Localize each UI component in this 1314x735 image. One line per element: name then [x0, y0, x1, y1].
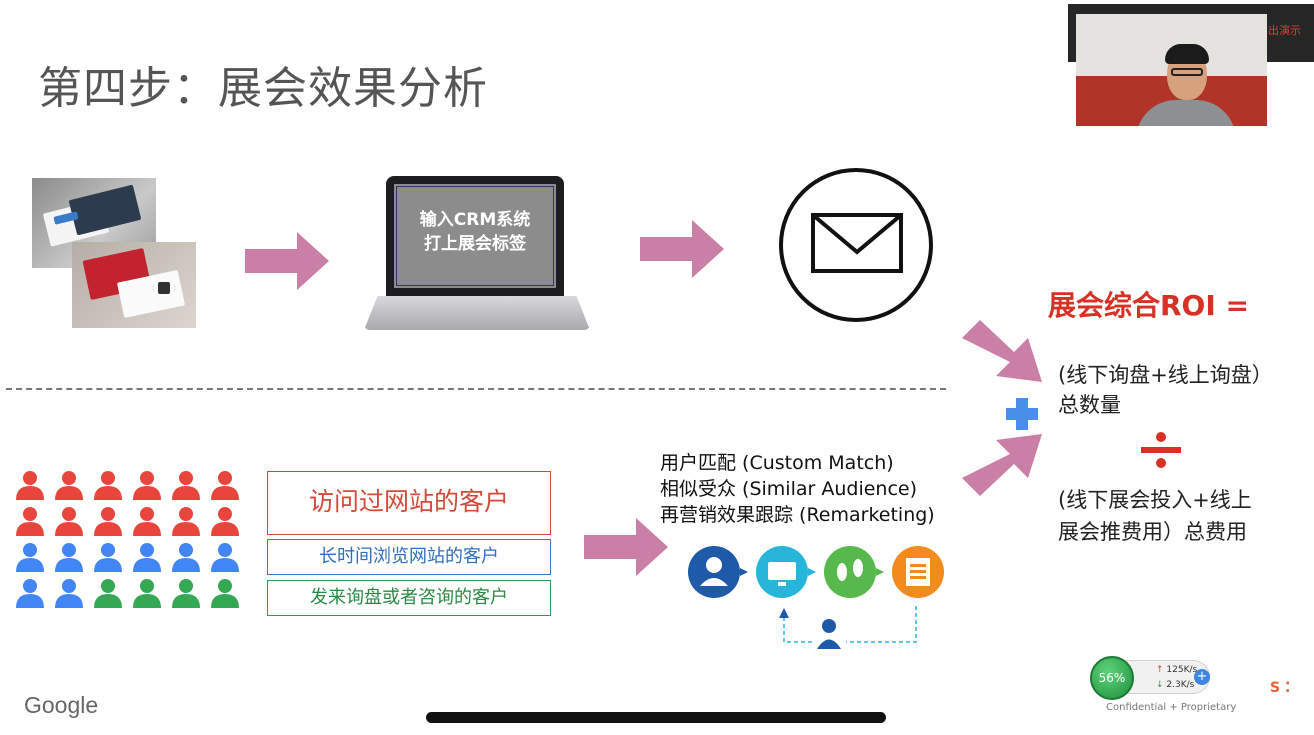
divide-icon — [1141, 432, 1181, 468]
home-indicator-bar[interactable] — [426, 712, 886, 723]
person-blue-icon — [16, 579, 44, 608]
person-red-icon — [211, 507, 239, 536]
person-green-icon — [133, 579, 161, 608]
arrow-down-icon: ↓ — [1156, 680, 1167, 690]
roi-numerator: (线下询盘+线上询盘） 总数量 — [1058, 360, 1273, 420]
arrow-diagonal-up-icon — [962, 434, 1042, 496]
google-logo: Google — [24, 692, 99, 718]
custom-match-label: 用户匹配 (Custom Match) — [660, 452, 894, 474]
slide-title: 第四步：展会效果分析 — [38, 63, 488, 114]
monitor-icon — [756, 546, 816, 598]
audience-box-visitors: 访问过网站的客户 — [267, 471, 551, 535]
laptop-crm: 输入CRM系统 打上展会标签 — [364, 176, 590, 332]
user-icon — [688, 546, 748, 598]
roi-denominator-line1: (线下展会投入+线上 — [1058, 488, 1252, 512]
roi-numerator-line1: (线下询盘+线上询盘） — [1058, 363, 1273, 387]
arrow-up-icon: ↑ — [1156, 665, 1167, 675]
download-speed: ↓ 2.3K/s — [1156, 680, 1195, 690]
footprints-icon — [824, 546, 884, 598]
person-red-icon — [133, 507, 161, 536]
person-green-icon — [172, 579, 200, 608]
person-red-icon — [94, 507, 122, 536]
person-blue-icon — [55, 579, 83, 608]
person-blue-icon — [172, 543, 200, 572]
person-blue-icon — [16, 543, 44, 572]
upload-speed: ↑ 125K/s — [1156, 665, 1198, 675]
roi-title: 展会综合ROI = — [1048, 289, 1249, 322]
plus-icon — [1006, 398, 1038, 430]
arrow-diagonal-down-icon — [962, 320, 1042, 382]
audience-people-grid — [14, 470, 246, 612]
network-speed-widget[interactable]: 56% ↑ 125K/s ↓ 2.3K/s + — [1090, 656, 1210, 700]
person-red-icon — [172, 507, 200, 536]
laptop-screen-line2: 打上展会标签 — [424, 234, 526, 254]
person-red-icon — [16, 507, 44, 536]
person-red-icon — [211, 471, 239, 500]
person-green-icon — [211, 579, 239, 608]
person-blue-icon — [55, 543, 83, 572]
person-red-icon — [55, 507, 83, 536]
person-red-icon — [172, 471, 200, 500]
remarketing-flow — [688, 546, 944, 649]
roi-numerator-line2: 总数量 — [1058, 393, 1121, 417]
similar-audience-label: 相似受众 (Similar Audience) — [660, 478, 918, 500]
email-envelope-icon — [779, 168, 933, 322]
section-divider — [6, 388, 946, 390]
input-method-icon[interactable]: S ⁚ — [1270, 680, 1291, 696]
memory-percent: 56% — [1090, 656, 1134, 700]
exit-presentation-label[interactable]: 出演示 — [1268, 24, 1301, 37]
laptop-screen-line1: 输入CRM系统 — [419, 210, 531, 230]
person-red-icon — [16, 471, 44, 500]
arrow-right-icon — [640, 220, 724, 278]
person-icon — [817, 619, 841, 649]
arrow-right-icon — [584, 518, 668, 576]
person-red-icon — [94, 471, 122, 500]
document-icon — [892, 546, 944, 598]
remarketing-label: 再营销效果跟踪 (Remarketing) — [660, 504, 935, 526]
person-blue-icon — [211, 543, 239, 572]
audience-box-long-browse: 长时间浏览网站的客户 — [267, 539, 551, 575]
person-green-icon — [94, 579, 122, 608]
presenter-video — [1076, 14, 1267, 126]
roi-denominator: (线下展会投入+线上 展会推费用）总费用 — [1058, 484, 1252, 548]
add-icon[interactable]: + — [1194, 669, 1210, 685]
person-red-icon — [133, 471, 161, 500]
matching-methods: 用户匹配 (Custom Match) 相似受众 (Similar Audien… — [660, 450, 935, 528]
confidential-watermark: Confidential + Proprietary — [1106, 702, 1237, 713]
person-blue-icon — [94, 543, 122, 572]
roi-denominator-line2: 展会推费用）总费用 — [1058, 520, 1247, 544]
red-business-card-photo — [72, 242, 196, 328]
audience-box-inquiry: 发来询盘或者咨询的客户 — [267, 580, 551, 616]
person-blue-icon — [133, 543, 161, 572]
person-red-icon — [55, 471, 83, 500]
arrow-right-icon — [245, 232, 329, 290]
